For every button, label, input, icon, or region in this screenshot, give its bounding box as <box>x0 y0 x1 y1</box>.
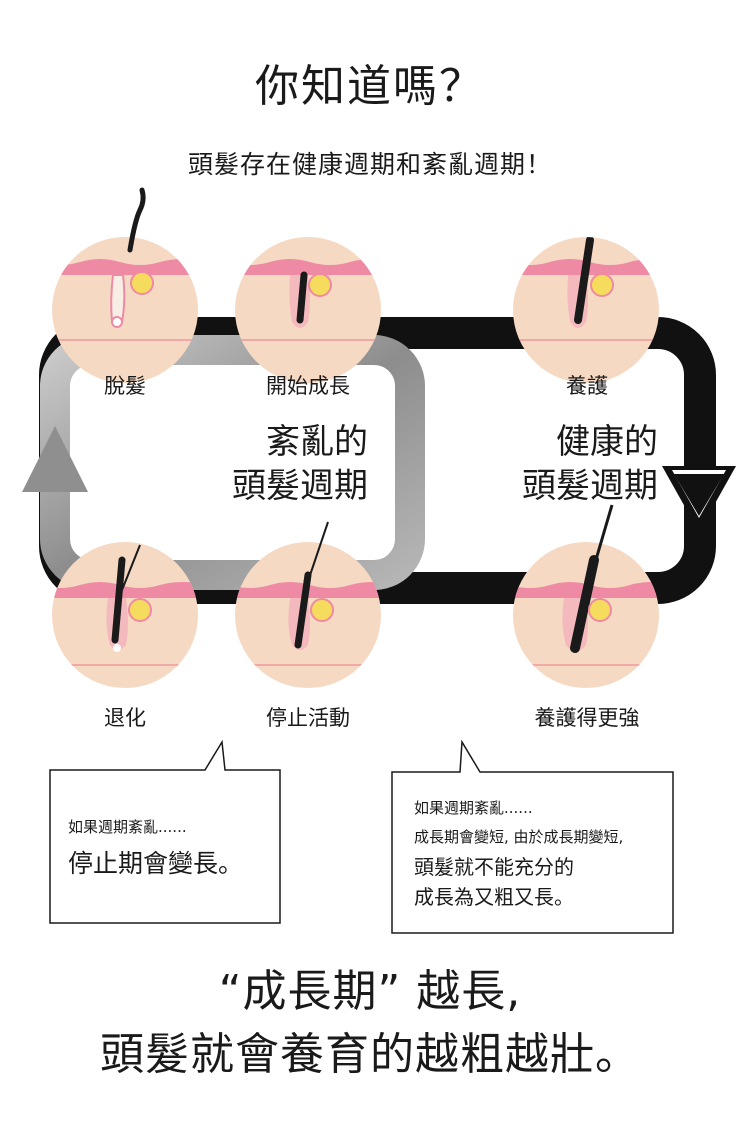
stage-label-start-growth: 開始成長 <box>266 374 350 398</box>
stage-label-shedding: 脫髮 <box>104 374 146 398</box>
stage-label-nourish-stronger: 養護得更強 <box>534 706 640 730</box>
disordered-cycle-line1: 紊亂的 <box>266 422 368 462</box>
healthy-cycle-line2: 頭髮週期 <box>522 466 658 506</box>
page-subtitle: 頭髮存在健康週期和紊亂週期！ <box>187 150 552 179</box>
regress-skin-circle <box>52 542 198 688</box>
disordered-cycle-loop <box>22 335 425 590</box>
healthy-cycle-label: 健康的 頭髮週期 <box>478 420 658 508</box>
page-title: 你知道嗎？ <box>255 61 485 112</box>
healthy-cycle-line1: 健康的 <box>556 422 658 462</box>
disordered-cycle-label: 紊亂的 頭髮週期 <box>190 420 368 508</box>
stop-activity-skin-circle <box>235 542 381 688</box>
stage-label-stop-activity: 停止活動 <box>266 706 350 730</box>
left-callout-box <box>49 739 281 924</box>
stage-label-regress: 退化 <box>104 706 146 730</box>
right-callout-line2: 頭髮就不能充分的 <box>414 855 574 879</box>
left-callout-main: 停止期會變長。 <box>68 849 244 878</box>
start-growth-skin-circle <box>235 237 381 383</box>
disordered-cycle-line2: 頭髮週期 <box>232 466 368 506</box>
right-callout-intro: 如果週期紊亂...... <box>414 799 533 817</box>
left-callout-intro: 如果週期紊亂...... <box>68 818 187 836</box>
right-callout-box <box>391 739 674 934</box>
nourish-skin-circle <box>513 237 659 383</box>
nourish-stronger-skin-circle <box>513 542 659 688</box>
right-callout-line3: 成長為又粗又長。 <box>414 885 574 909</box>
shedding-skin-circle <box>52 237 198 383</box>
right-callout-line1: 成長期會變短, 由於成長期變短, <box>414 828 624 846</box>
footer-line1: “成長期” 越長, <box>218 966 522 1017</box>
stage-label-nourish: 養護 <box>566 374 608 398</box>
footer-line2: 頭髮就會養育的越粗越壯。 <box>100 1029 640 1080</box>
